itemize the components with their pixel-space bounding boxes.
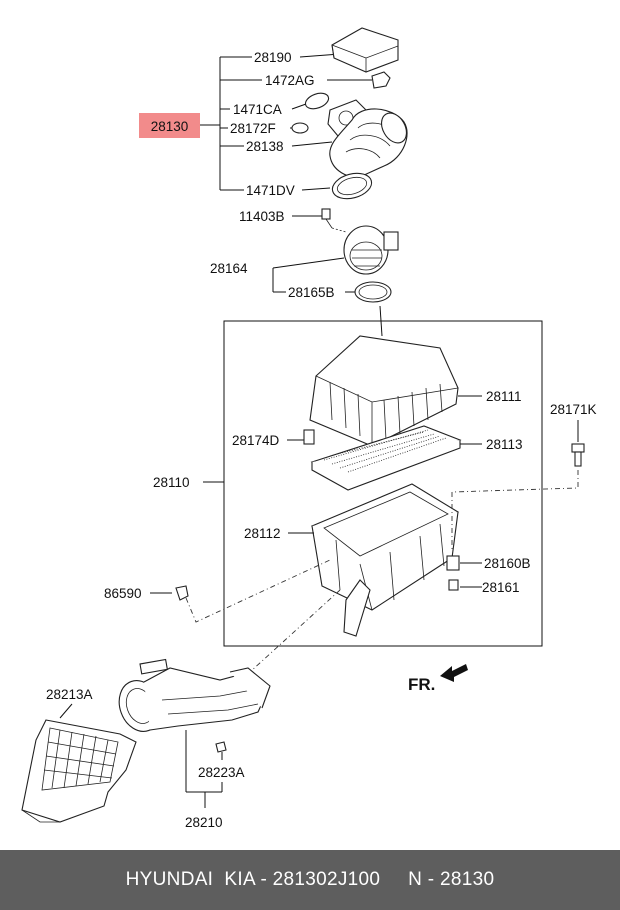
front-indicator-label: FR. — [408, 675, 435, 694]
label-28160B: 28160B — [484, 556, 531, 571]
label-1472AG: 1472AG — [265, 73, 315, 88]
label-28161: 28161 — [482, 580, 520, 595]
pin-28223A — [215, 741, 227, 760]
bolt-11403B — [292, 208, 347, 233]
clamp-1471DV — [331, 172, 373, 200]
intake-duct-28210 — [118, 658, 271, 732]
clip-28174D — [287, 429, 315, 445]
lower-case-28112 — [288, 483, 460, 637]
duct-connection-line — [249, 589, 341, 673]
hose-28138 — [329, 108, 408, 178]
clamp-1472AG — [371, 71, 391, 89]
top-group-leader — [200, 53, 372, 191]
upper-cover-28111 — [309, 335, 482, 447]
label-28213A: 28213A — [46, 687, 93, 702]
label-28164: 28164 — [210, 261, 248, 276]
part-number-footer: HYUNDAI KIA - 281302J100 N - 28130 — [0, 850, 620, 910]
label-28174D: 28174D — [232, 433, 280, 448]
grille-duct-28213A — [21, 703, 137, 823]
label-28112: 28112 — [244, 526, 281, 541]
highlight-28130-box — [139, 113, 200, 138]
label-28172F: 28172F — [230, 121, 276, 136]
label-28223A: 28223A — [198, 765, 245, 780]
clip-86590 — [150, 559, 331, 623]
label-28138: 28138 — [246, 139, 284, 154]
plug-28172F — [291, 122, 309, 134]
label-28110: 28110 — [153, 475, 190, 490]
label-86590: 86590 — [104, 586, 142, 601]
label-11403B: 11403B — [239, 209, 285, 224]
label-28130: 28130 — [151, 119, 189, 134]
label-1471CA: 1471CA — [233, 102, 282, 117]
filter-element-28113 — [310, 425, 482, 491]
footer-text: HYUNDAI KIA - 281302J100 N - 28130 — [125, 869, 495, 890]
label-28111: 28111 — [486, 389, 522, 404]
cover-28190 — [331, 27, 399, 73]
label-28113: 28113 — [486, 437, 523, 452]
air-cleaner-frame — [223, 320, 543, 647]
label-28210: 28210 — [185, 815, 223, 830]
front-arrow-icon — [440, 664, 468, 682]
label-1471DV: 1471DV — [246, 183, 295, 198]
sensor-28164 — [272, 225, 399, 303]
label-28190: 28190 — [254, 50, 292, 65]
grommet-28160B — [446, 492, 482, 571]
clamp-1471CA — [304, 92, 330, 110]
leader-28210 — [185, 730, 223, 808]
bolt-28171K — [451, 420, 585, 493]
parts-diagram: 28130 28190 1472AG 1471CA 28172F 28138 1… — [21, 27, 597, 830]
label-28171K: 28171K — [550, 402, 597, 417]
bushing-28161 — [448, 579, 482, 591]
label-28165B: 28165B — [288, 285, 335, 300]
